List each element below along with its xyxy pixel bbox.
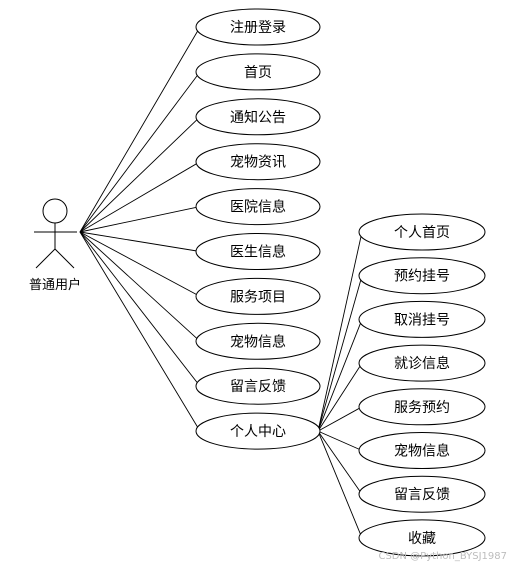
sub-use-case-label: 预约挂号 [394,269,450,285]
association-line [317,430,363,539]
sub-use-case-ellipse [358,213,486,251]
use-case-label: 宠物资讯 [230,155,286,171]
use-case[interactable]: 宠物信息 [195,322,321,360]
use-case[interactable]: 个人中心 [195,412,321,450]
sub-use-case-ellipse [358,519,486,557]
association-line [79,231,201,432]
association-line [317,231,363,432]
association-line [79,71,201,233]
use-case-label: 首页 [244,65,272,81]
use-case[interactable]: 医院信息 [195,188,321,226]
association-line [317,362,363,432]
use-case-label: 宠物信息 [230,333,286,350]
sub-use-case-ellipse [358,432,486,469]
use-case-label: 个人中心 [230,424,286,440]
use-case-ellipse [195,277,321,315]
use-case-label: 服务项目 [230,289,286,305]
association-line [79,161,201,233]
sub-use-case-ellipse [358,257,486,295]
watermark: CSDN @Python_BYSJ1987 [378,551,507,562]
sub-use-case[interactable]: 取消挂号 [358,300,486,338]
sub-use-case-ellipse [358,388,486,426]
actor-figure [34,198,77,269]
association-line [317,430,363,451]
actor-leg-right [54,248,75,269]
sub-use-case[interactable]: 收藏 [358,519,486,557]
association-line [79,116,201,233]
sub-use-case[interactable]: 预约挂号 [358,257,486,295]
sub-use-case-ellipse [358,300,486,338]
association-line [79,231,201,342]
actor-head [42,198,68,224]
association-line [79,231,201,252]
sub-use-case[interactable]: 宠物信息 [358,432,486,469]
use-case-ellipse [195,98,321,136]
sub-use-case-label: 就诊信息 [394,355,450,372]
association-line [317,406,363,432]
use-case-ellipse [195,188,321,226]
sub-use-case-label: 取消挂号 [394,312,450,328]
sub-use-case-label: 留言反馈 [394,487,450,503]
use-case-ellipse [195,412,321,450]
use-case[interactable]: 首页 [195,53,321,91]
association-lines [79,26,363,539]
use-case-ellipse [195,367,321,405]
sub-use-case-ellipse [358,344,486,382]
use-case-label: 医院信息 [230,199,286,216]
association-line [317,275,363,432]
use-case[interactable]: 医生信息 [195,233,321,270]
use-case-label: 通知公告 [230,109,286,126]
use-case[interactable]: 通知公告 [195,98,321,136]
use-case[interactable]: 注册登录 [195,8,321,46]
use-case-ellipse [195,233,321,270]
sub-use-case-ellipse [358,475,486,513]
use-case-ellipse [195,53,321,91]
sub-use-case-label: 个人首页 [394,225,450,241]
use-case-ellipse [195,143,321,181]
sub-use-case[interactable]: 留言反馈 [358,475,486,513]
use-case-label: 留言反馈 [230,379,286,395]
association-line [317,319,363,432]
actor-label: 普通用户 [29,277,81,293]
sub-use-case-label: 服务预约 [394,400,450,416]
association-line [79,231,201,297]
association-line [79,206,201,233]
actor-leg-left [35,248,56,269]
use-case[interactable]: 服务项目 [195,277,321,315]
association-line [79,26,201,233]
association-line [317,430,363,495]
use-case-label: 医生信息 [230,244,286,261]
use-case-label: 注册登录 [230,20,286,36]
association-line [79,231,201,387]
sub-use-case-label: 宠物信息 [394,443,450,460]
sub-use-case[interactable]: 个人首页 [358,213,486,251]
use-case[interactable]: 留言反馈 [195,367,321,405]
sub-use-case[interactable]: 服务预约 [358,388,486,426]
use-case[interactable]: 宠物资讯 [195,143,321,181]
use-case-ellipse [195,8,321,46]
sub-use-case-label: 收藏 [408,531,436,547]
sub-use-case[interactable]: 就诊信息 [358,344,486,382]
use-case-ellipse [195,322,321,360]
